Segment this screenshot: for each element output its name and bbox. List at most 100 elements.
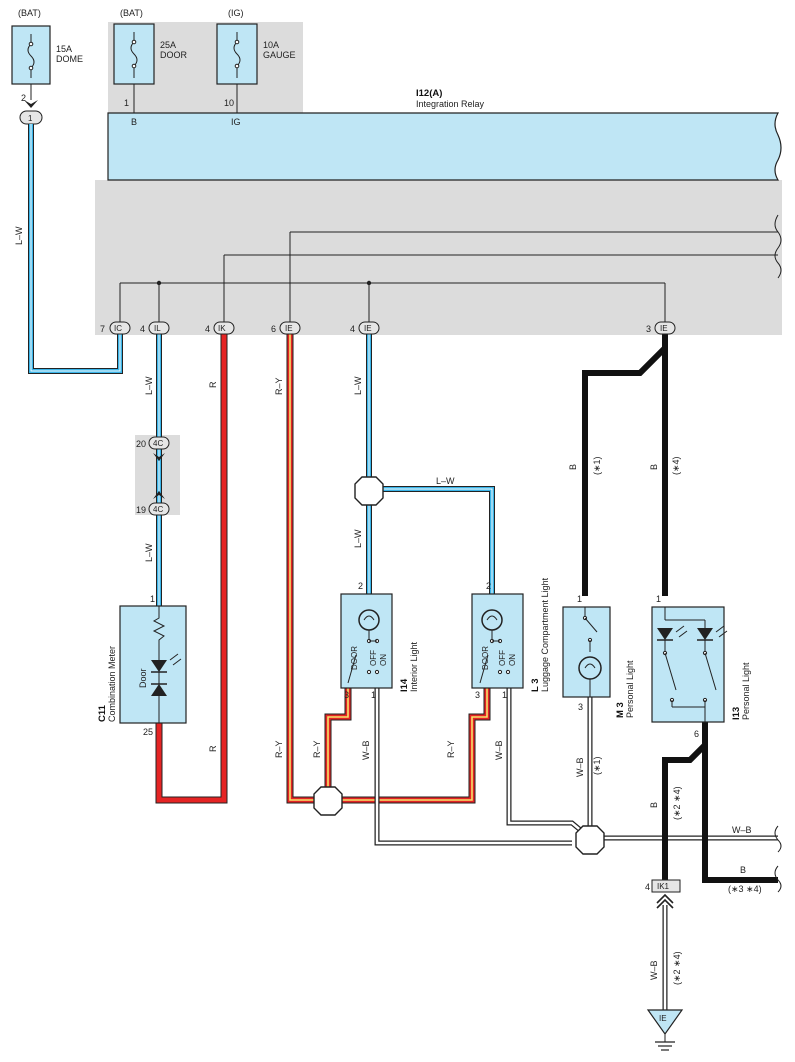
wire-label-wb-2: W–B — [494, 740, 504, 760]
junction-4c-bottom-code: 4C — [153, 505, 163, 514]
wire-label-b-4: B — [740, 865, 746, 875]
connector-ik1: 4 IK1 — [645, 879, 681, 909]
relay-pin-il-code: IL — [154, 324, 161, 333]
i13-code: I13 — [731, 707, 742, 720]
combination-meter: 1 Door 25 C11 Combination Meter — [97, 594, 187, 737]
fuse-door-source: (BAT) — [120, 8, 143, 18]
relay-pin-ie3-num: 3 — [646, 324, 651, 334]
c11-code: C11 — [97, 704, 108, 722]
relay-pin-ie-6: IE 6 — [271, 321, 301, 335]
l3-pin-b: 1 — [502, 690, 507, 700]
note-34-b: (∗3 ∗4) — [728, 884, 762, 894]
fuse-gauge-term: IG — [231, 117, 241, 127]
wire-label-r-2: R — [208, 745, 218, 752]
luggage-light: 2 DOOR OFF ON 3 1 L 3 Luggage Compartmen… — [471, 577, 550, 700]
relay-pin-il: IL 4 — [140, 321, 170, 335]
wire-label-b-1: B — [568, 464, 578, 470]
wire-label-lw-2: L–W — [144, 376, 154, 395]
relay-pin-ie3-code: IE — [660, 324, 668, 333]
i14-code: I14 — [399, 678, 410, 692]
wire-label-ry-3: R–Y — [312, 740, 322, 758]
i14-pin-top: 2 — [358, 581, 363, 591]
m3-pin-top: 1 — [577, 594, 582, 604]
i14-name: Interior Light — [409, 641, 419, 692]
wire-label-lw-3: L–W — [144, 543, 154, 562]
junction-4c-top-pin: 20 — [136, 439, 146, 449]
wire-label-b-2: B — [649, 464, 659, 470]
relay-break-marks — [774, 214, 782, 279]
fuse-door-rating: 25A — [160, 40, 176, 50]
relay-pin-ic: IC 7 — [100, 321, 131, 335]
relay-name: Integration Relay — [416, 99, 485, 109]
wire-wb-ground: W–B (∗2 ∗4) — [649, 905, 682, 1010]
b-break — [774, 865, 782, 893]
i14-pin-a: 3 — [344, 690, 349, 700]
m3-name: Personal Light — [625, 660, 635, 718]
fuse-gauge-source: (IG) — [228, 8, 244, 18]
relay-pin-ic-code: IC — [114, 324, 122, 333]
i14-sw-on: ON — [379, 654, 388, 666]
l3-sw-on: ON — [508, 654, 517, 666]
fuse-door-term: B — [131, 117, 137, 127]
m3-code: M 3 — [615, 702, 626, 718]
relay-lower-area — [95, 180, 782, 335]
fuse-door: (BAT) 25A DOOR 1 B — [113, 8, 188, 127]
wire-label-ry-1: R–Y — [274, 377, 284, 395]
fuse-door-name: DOOR — [160, 50, 188, 60]
junction-4c: 4C 20 4C 19 — [136, 436, 170, 516]
wire-label-lw-5: L–W — [436, 476, 455, 486]
fuse-gauge-name: GAUGE — [263, 50, 296, 60]
fuse-dome-rating: 15A — [56, 44, 72, 54]
wire-lw-lights: L–W L–W L–W — [353, 334, 495, 594]
relay-pin-ie4-code: IE — [364, 324, 372, 333]
wire-r: R R — [155, 334, 228, 804]
fuse-dome-source: (BAT) — [18, 8, 41, 18]
wire-lw-dome: L–W — [14, 124, 123, 374]
wb-break — [774, 825, 782, 853]
c11-inner-label: Door — [138, 668, 148, 688]
fuse-gauge-rating: 10A — [263, 40, 279, 50]
wire-label-lw-6: L–W — [353, 529, 363, 548]
wire-wb: W–B W–B W–B W–B (∗1) — [361, 688, 782, 853]
relay-pin-ik-num: 4 — [205, 324, 210, 334]
ground-code: IE — [659, 1014, 667, 1023]
relay-pin-ik: IK 4 — [205, 321, 235, 335]
c11-pin-top: 1 — [150, 594, 155, 604]
wire-label-ry-2: R–Y — [274, 740, 284, 758]
note-24-b: (∗2 ∗4) — [672, 786, 682, 820]
relay-pin-ie6-code: IE — [285, 324, 293, 333]
wire-label-wb-1: W–B — [361, 740, 371, 760]
relay-code: I12(A) — [416, 88, 442, 99]
wire-label-ry-4: R–Y — [446, 740, 456, 758]
i13-pin-bottom: 6 — [694, 729, 699, 739]
wire-b: B (∗1) B (∗4) B (∗2 ∗4) B (∗3 ∗4) — [568, 334, 782, 894]
wire-label-wb-4: W–B — [732, 825, 752, 835]
i13-pin-top: 1 — [656, 594, 661, 604]
l3-sw-door: DOOR — [481, 646, 490, 670]
fuse-door-pin: 1 — [124, 98, 129, 108]
note-1-wb: (∗1) — [592, 756, 602, 775]
l3-sw-off: OFF — [498, 650, 507, 666]
wire-label-r-1: R — [208, 381, 218, 388]
ik1-code: IK1 — [657, 882, 670, 891]
c11-pin-bottom: 25 — [143, 727, 153, 737]
relay-pin-ie6-num: 6 — [271, 324, 276, 334]
relay-internal-lines — [119, 231, 778, 322]
wire-ry: R–Y R–Y R–Y R–Y — [274, 334, 491, 804]
relay-pin-ie4-num: 4 — [350, 324, 355, 334]
i14-pin-b: 1 — [371, 690, 376, 700]
wire-lw-meter: L–W L–W — [144, 334, 162, 606]
wire-label-lw-1: L–W — [14, 226, 24, 245]
fuse-gauge: (IG) 10A GAUGE 10 IG — [216, 8, 296, 127]
splice-wb — [575, 825, 605, 855]
wire-label-wb-3: W–B — [575, 757, 585, 777]
personal-light-i13: 1 6 I13 Personal Light — [651, 594, 751, 739]
interior-light: 2 DOOR OFF ON 3 1 I14 Interior Light — [340, 581, 419, 700]
wire-label-b-3: B — [649, 802, 659, 808]
ground-ie: IE — [646, 1009, 684, 1051]
fuse-dome-name: DOME — [56, 54, 83, 64]
note-24-wb: (∗2 ∗4) — [672, 951, 682, 985]
i14-sw-door: DOOR — [350, 646, 359, 670]
junction-4c-bottom-pin: 19 — [136, 505, 146, 515]
wire-label-lw-4: L–W — [353, 376, 363, 395]
